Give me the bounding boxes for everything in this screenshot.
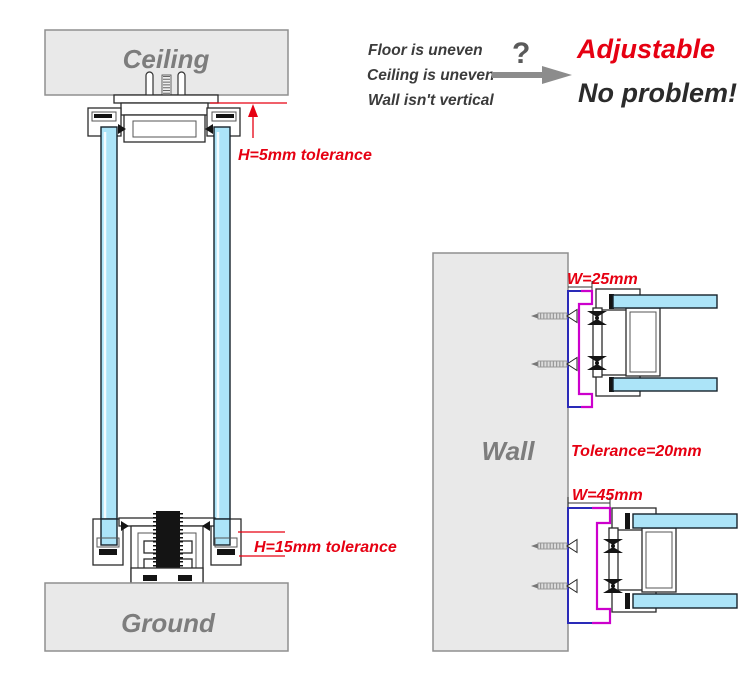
glass-pane-left <box>100 126 118 546</box>
ceiling-track-profile <box>87 94 241 143</box>
bottom-tolerance-annotation: H=15mm tolerance <box>238 531 397 557</box>
right-arrow-icon <box>492 66 572 84</box>
clamp-icon <box>587 356 607 370</box>
top-tolerance-label: H=5mm tolerance <box>238 147 372 164</box>
question-mark: ? <box>512 37 530 70</box>
glass-end <box>100 518 118 546</box>
ceiling-label: Ceiling <box>123 44 210 74</box>
clamp-icon <box>603 579 623 593</box>
glass-panels <box>100 126 231 546</box>
problem-line-2: Ceiling is uneven <box>367 67 494 84</box>
adjustable-label: Adjustable <box>576 34 715 64</box>
callout: Floor is uneven Ceiling is uneven Wall i… <box>367 34 737 109</box>
glass-pane-right <box>213 126 231 546</box>
tolerance-label: Tolerance=20mm <box>571 443 702 460</box>
bottom-width-label: W=45mm <box>572 487 643 504</box>
wall-screw-icon <box>531 578 578 594</box>
anchor-pin-icon <box>145 71 154 99</box>
up-arrow-icon <box>248 104 258 117</box>
wall-detail-lower <box>531 497 738 625</box>
ground-label: Ground <box>121 608 216 638</box>
glass-clamp-icon <box>121 521 129 531</box>
clamp-icon <box>603 539 623 553</box>
bottom-tolerance-label: H=15mm tolerance <box>254 539 397 556</box>
mounting-bracket <box>592 506 612 625</box>
top-tolerance-annotation: H=5mm tolerance <box>210 102 372 164</box>
ground-block <box>44 582 289 652</box>
wall-interface-line <box>567 507 598 624</box>
clamp-icon <box>587 311 607 325</box>
wall-screw-icon <box>531 538 578 554</box>
ground-slab: Ground <box>44 582 289 652</box>
problem-line-3: Wall isn't vertical <box>368 92 494 109</box>
top-width-label: W=25mm <box>567 271 638 288</box>
glass-pane-horizontal <box>612 377 718 392</box>
glass-clamp-icon <box>202 521 210 531</box>
mounting-bracket <box>577 289 594 409</box>
glass-pane-horizontal <box>632 593 738 609</box>
glass-clamp-icon <box>118 124 126 134</box>
glass-pane-horizontal <box>612 294 718 309</box>
no-problem-label: No problem! <box>578 78 737 108</box>
wall-label: Wall <box>482 436 536 466</box>
glass-end <box>213 518 231 546</box>
floor-track-profile <box>92 511 242 612</box>
glass-pane-horizontal <box>632 513 738 529</box>
glass-clamp-icon <box>205 124 213 134</box>
wall-screw-icon <box>531 356 578 372</box>
problem-line-1: Floor is uneven <box>368 42 483 59</box>
anchor-pin-icon <box>177 71 186 99</box>
wall-detail-upper <box>531 281 718 409</box>
wall-interface-line <box>567 290 585 408</box>
wall-screw-icon <box>531 308 578 324</box>
